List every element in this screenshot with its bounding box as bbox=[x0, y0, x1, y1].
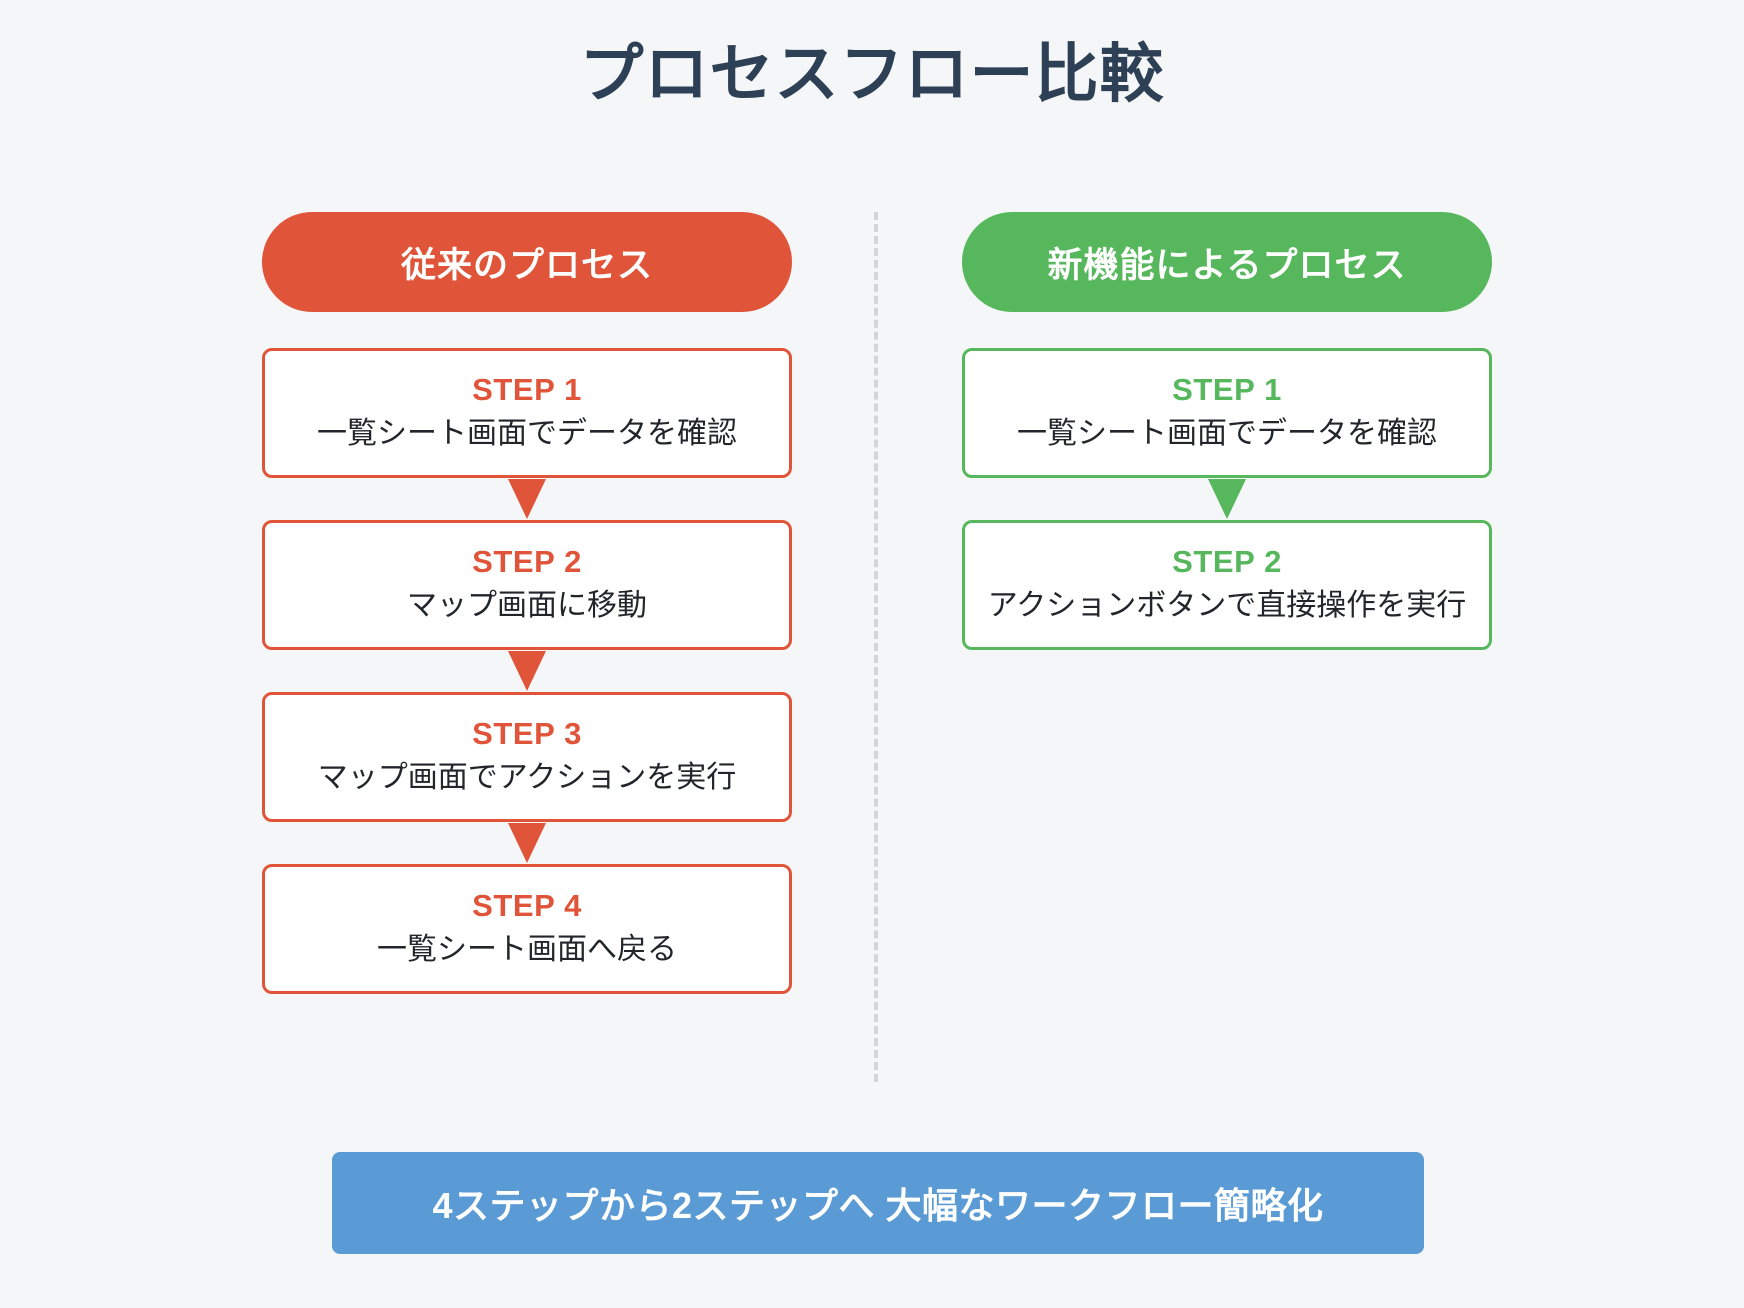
legacy-step-3: STEP 3 マップ画面でアクションを実行 bbox=[262, 692, 792, 822]
modern-step-2: STEP 2 アクションボタンで直接操作を実行 bbox=[962, 520, 1492, 650]
summary-banner: 4ステップから2ステップへ 大幅なワークフロー簡略化 bbox=[332, 1152, 1424, 1254]
comparison-columns: 従来のプロセス STEP 1 一覧シート画面でデータを確認 STEP 2 マップ… bbox=[0, 212, 1744, 1082]
column-divider bbox=[874, 212, 878, 1082]
legacy-process-column: 従来のプロセス STEP 1 一覧シート画面でデータを確認 STEP 2 マップ… bbox=[262, 212, 792, 994]
step-card: STEP 3 マップ画面でアクションを実行 bbox=[262, 692, 792, 822]
step-label: STEP 2 bbox=[472, 543, 582, 579]
arrow-down-icon bbox=[262, 650, 792, 692]
arrow-down-icon bbox=[262, 478, 792, 520]
arrow-down-icon bbox=[962, 478, 1492, 520]
step-description: アクションボタンで直接操作を実行 bbox=[987, 588, 1467, 622]
step-card: STEP 2 アクションボタンで直接操作を実行 bbox=[962, 520, 1492, 650]
step-description: 一覧シート画面へ戻る bbox=[377, 932, 677, 966]
step-description: マップ画面でアクションを実行 bbox=[317, 760, 737, 794]
step-label: STEP 3 bbox=[472, 715, 582, 751]
legacy-step-1: STEP 1 一覧シート画面でデータを確認 bbox=[262, 348, 792, 478]
step-card: STEP 1 一覧シート画面でデータを確認 bbox=[262, 348, 792, 478]
step-label: STEP 1 bbox=[1172, 371, 1282, 407]
arrow-down-icon bbox=[262, 822, 792, 864]
legacy-step-2: STEP 2 マップ画面に移動 bbox=[262, 520, 792, 650]
step-label: STEP 4 bbox=[472, 887, 582, 923]
step-description: 一覧シート画面でデータを確認 bbox=[1017, 416, 1437, 450]
legacy-column-heading: 従来のプロセス bbox=[262, 212, 792, 312]
step-card: STEP 2 マップ画面に移動 bbox=[262, 520, 792, 650]
step-card: STEP 4 一覧シート画面へ戻る bbox=[262, 864, 792, 994]
page-title: プロセスフロー比較 bbox=[579, 38, 1165, 110]
step-card: STEP 1 一覧シート画面でデータを確認 bbox=[962, 348, 1492, 478]
step-description: マップ画面に移動 bbox=[407, 588, 647, 622]
modern-step-list: STEP 1 一覧シート画面でデータを確認 STEP 2 アクションボタンで直接… bbox=[962, 348, 1492, 650]
step-label: STEP 2 bbox=[1172, 543, 1282, 579]
legacy-step-4: STEP 4 一覧シート画面へ戻る bbox=[262, 864, 792, 994]
modern-step-1: STEP 1 一覧シート画面でデータを確認 bbox=[962, 348, 1492, 478]
legacy-step-list: STEP 1 一覧シート画面でデータを確認 STEP 2 マップ画面に移動 ST… bbox=[262, 348, 792, 994]
step-label: STEP 1 bbox=[472, 371, 582, 407]
step-description: 一覧シート画面でデータを確認 bbox=[317, 416, 737, 450]
modern-column-heading: 新機能によるプロセス bbox=[962, 212, 1492, 312]
new-feature-process-column: 新機能によるプロセス STEP 1 一覧シート画面でデータを確認 STEP 2 … bbox=[962, 212, 1492, 650]
